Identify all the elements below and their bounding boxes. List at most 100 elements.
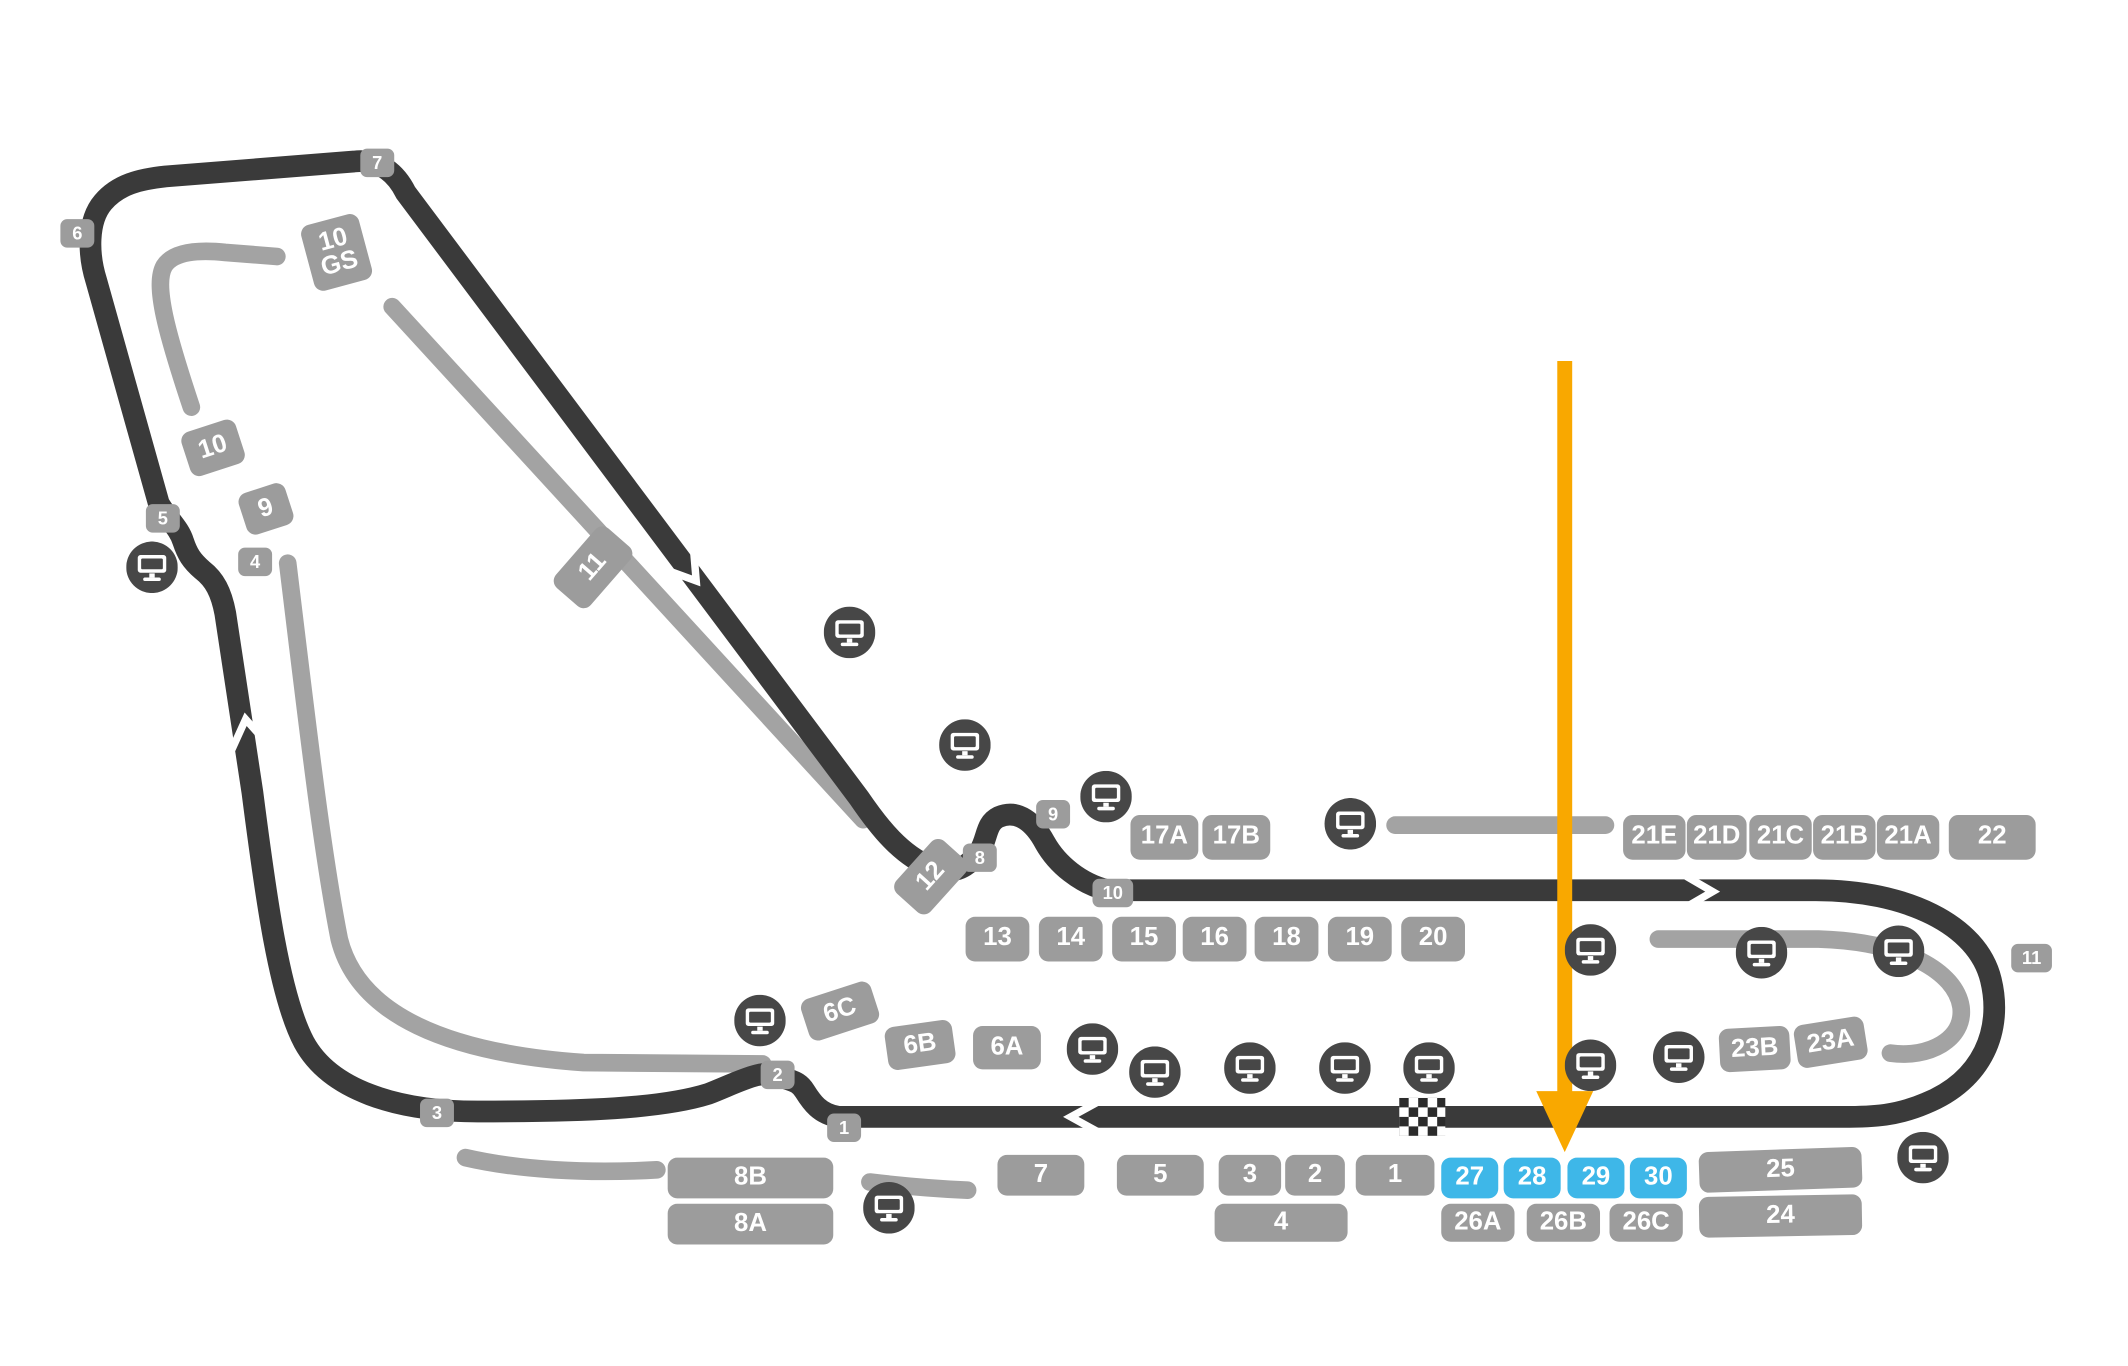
- service-road: [151, 242, 286, 416]
- grandstand-8a[interactable]: 8A: [667, 1203, 834, 1245]
- turn-number: 10: [1102, 882, 1124, 903]
- grandstand-21b[interactable]: 21B: [1813, 814, 1876, 860]
- service-road: [1649, 930, 1970, 1063]
- grandstand-label: 21A: [1884, 822, 1932, 851]
- grandstand-label: 23A: [1805, 1023, 1857, 1060]
- grandstand-label: 21C: [1756, 822, 1805, 851]
- grandstand-label: 15: [1129, 924, 1159, 953]
- tv-screen-icon: [734, 994, 786, 1047]
- grandstand-8b[interactable]: 8B: [667, 1157, 834, 1199]
- grandstand-6a[interactable]: 6A: [973, 1025, 1041, 1070]
- grandstand-label: 6A: [990, 1032, 1024, 1062]
- grandstand-label: 1: [1387, 1160, 1403, 1189]
- grandstand-label: 24: [1765, 1200, 1796, 1230]
- direction-chevron-icon: [662, 544, 701, 587]
- grandstand-13[interactable]: 13: [965, 916, 1030, 962]
- grandstand-25[interactable]: 25: [1698, 1146, 1863, 1194]
- tv-screen-icon: [1066, 1023, 1119, 1075]
- grandstand-28[interactable]: 28: [1503, 1157, 1561, 1199]
- turn-2: 2: [760, 1060, 795, 1090]
- grandstand-3[interactable]: 3: [1218, 1154, 1282, 1196]
- grandstand-label: 26B: [1539, 1207, 1588, 1237]
- grandstand-label: 16: [1200, 924, 1229, 953]
- grandstand-21c[interactable]: 21C: [1749, 814, 1812, 860]
- grandstand-label: 6B: [901, 1027, 939, 1061]
- turn-number: 3: [431, 1102, 443, 1123]
- grandstand-label: 26A: [1454, 1207, 1502, 1237]
- grandstand-19[interactable]: 19: [1327, 916, 1392, 962]
- grandstand-label: 20: [1418, 924, 1448, 953]
- turn-3: 3: [420, 1098, 454, 1128]
- grandstand-label: 6C: [819, 991, 860, 1030]
- turn-number: 6: [72, 222, 83, 244]
- grandstand-17a[interactable]: 17A: [1130, 814, 1199, 860]
- grandstand-7[interactable]: 7: [997, 1154, 1085, 1196]
- service-roads: [151, 242, 1970, 1199]
- service-road: [861, 1173, 977, 1199]
- grandstand-20[interactable]: 20: [1401, 916, 1465, 962]
- tv-screen-icon: [1897, 1131, 1949, 1184]
- grandstand-label: 25: [1765, 1154, 1796, 1184]
- service-road: [456, 1148, 666, 1181]
- grandstand-label: 8B: [733, 1162, 767, 1192]
- grandstand-27[interactable]: 27: [1441, 1157, 1499, 1199]
- tv-screen-icon: [126, 541, 178, 594]
- grandstand-label: 30: [1644, 1162, 1673, 1192]
- turn-10: 10: [1092, 878, 1134, 908]
- grandstand-26b[interactable]: 26B: [1526, 1203, 1601, 1242]
- track-outline: [79, 150, 2006, 1128]
- grandstand-2[interactable]: 2: [1285, 1154, 1345, 1196]
- grandstand-label: 21E: [1631, 822, 1678, 851]
- grandstand-label: 17A: [1140, 822, 1189, 851]
- grandstand-18[interactable]: 18: [1254, 916, 1319, 962]
- grandstand-1[interactable]: 1: [1355, 1154, 1435, 1196]
- grandstand-label: 21B: [1820, 822, 1868, 851]
- grandstand-21e[interactable]: 21E: [1623, 814, 1686, 860]
- grandstand-label: 19: [1345, 924, 1375, 953]
- tv-screen-icon: [1564, 924, 1617, 976]
- grandstand-label: 9: [254, 492, 277, 525]
- grandstand-label: 4: [1273, 1207, 1289, 1237]
- turn-9: 9: [1036, 800, 1071, 829]
- grandstand-4[interactable]: 4: [1214, 1203, 1348, 1242]
- tv-screen-icon: [1735, 926, 1788, 979]
- turn-1: 1: [827, 1113, 862, 1142]
- tv-screen-icon: [1129, 1046, 1181, 1098]
- grandstand-17b[interactable]: 17B: [1202, 814, 1271, 860]
- grandstand-label: 10 GS: [315, 222, 362, 283]
- grandstand-30[interactable]: 30: [1629, 1157, 1687, 1199]
- turn-6: 6: [60, 219, 95, 248]
- grandstand-26a[interactable]: 26A: [1441, 1203, 1515, 1242]
- grandstand-16[interactable]: 16: [1182, 916, 1247, 962]
- tv-screen-icon: [1872, 925, 1925, 978]
- turn-number: 9: [1047, 803, 1059, 825]
- highlight-arrow-icon: [1536, 360, 1594, 1153]
- grandstand-label: 13: [983, 924, 1012, 953]
- grandstand-15[interactable]: 15: [1112, 916, 1176, 962]
- service-road: [278, 554, 772, 1073]
- tv-screen-icon: [863, 1182, 915, 1234]
- grandstand-26c[interactable]: 26C: [1609, 1203, 1683, 1242]
- direction-chevron-icon: [228, 712, 272, 753]
- grandstand-21d[interactable]: 21D: [1686, 814, 1747, 860]
- tv-screen-icon: [1080, 770, 1132, 823]
- grandstand-22[interactable]: 22: [1948, 814, 2036, 860]
- grandstand-23b[interactable]: 23B: [1718, 1025, 1792, 1073]
- grandstand-label: 18: [1272, 924, 1301, 953]
- grandstand-5[interactable]: 5: [1116, 1154, 1204, 1196]
- grandstand-label: 5: [1153, 1160, 1168, 1189]
- turn-number: 1: [839, 1117, 850, 1138]
- grandstand-21a[interactable]: 21A: [1876, 814, 1940, 860]
- grandstand-29[interactable]: 29: [1567, 1157, 1625, 1199]
- start-finish-line: [1399, 1097, 1446, 1136]
- grandstand-label: 21D: [1693, 822, 1741, 851]
- turn-number: 2: [772, 1064, 783, 1085]
- turn-7: 7: [360, 148, 395, 178]
- turn-4: 4: [238, 547, 273, 577]
- grandstand-14[interactable]: 14: [1038, 916, 1103, 962]
- tv-screen-icon: [1652, 1031, 1705, 1083]
- grandstand-24[interactable]: 24: [1698, 1194, 1863, 1238]
- turn-5: 5: [145, 504, 180, 533]
